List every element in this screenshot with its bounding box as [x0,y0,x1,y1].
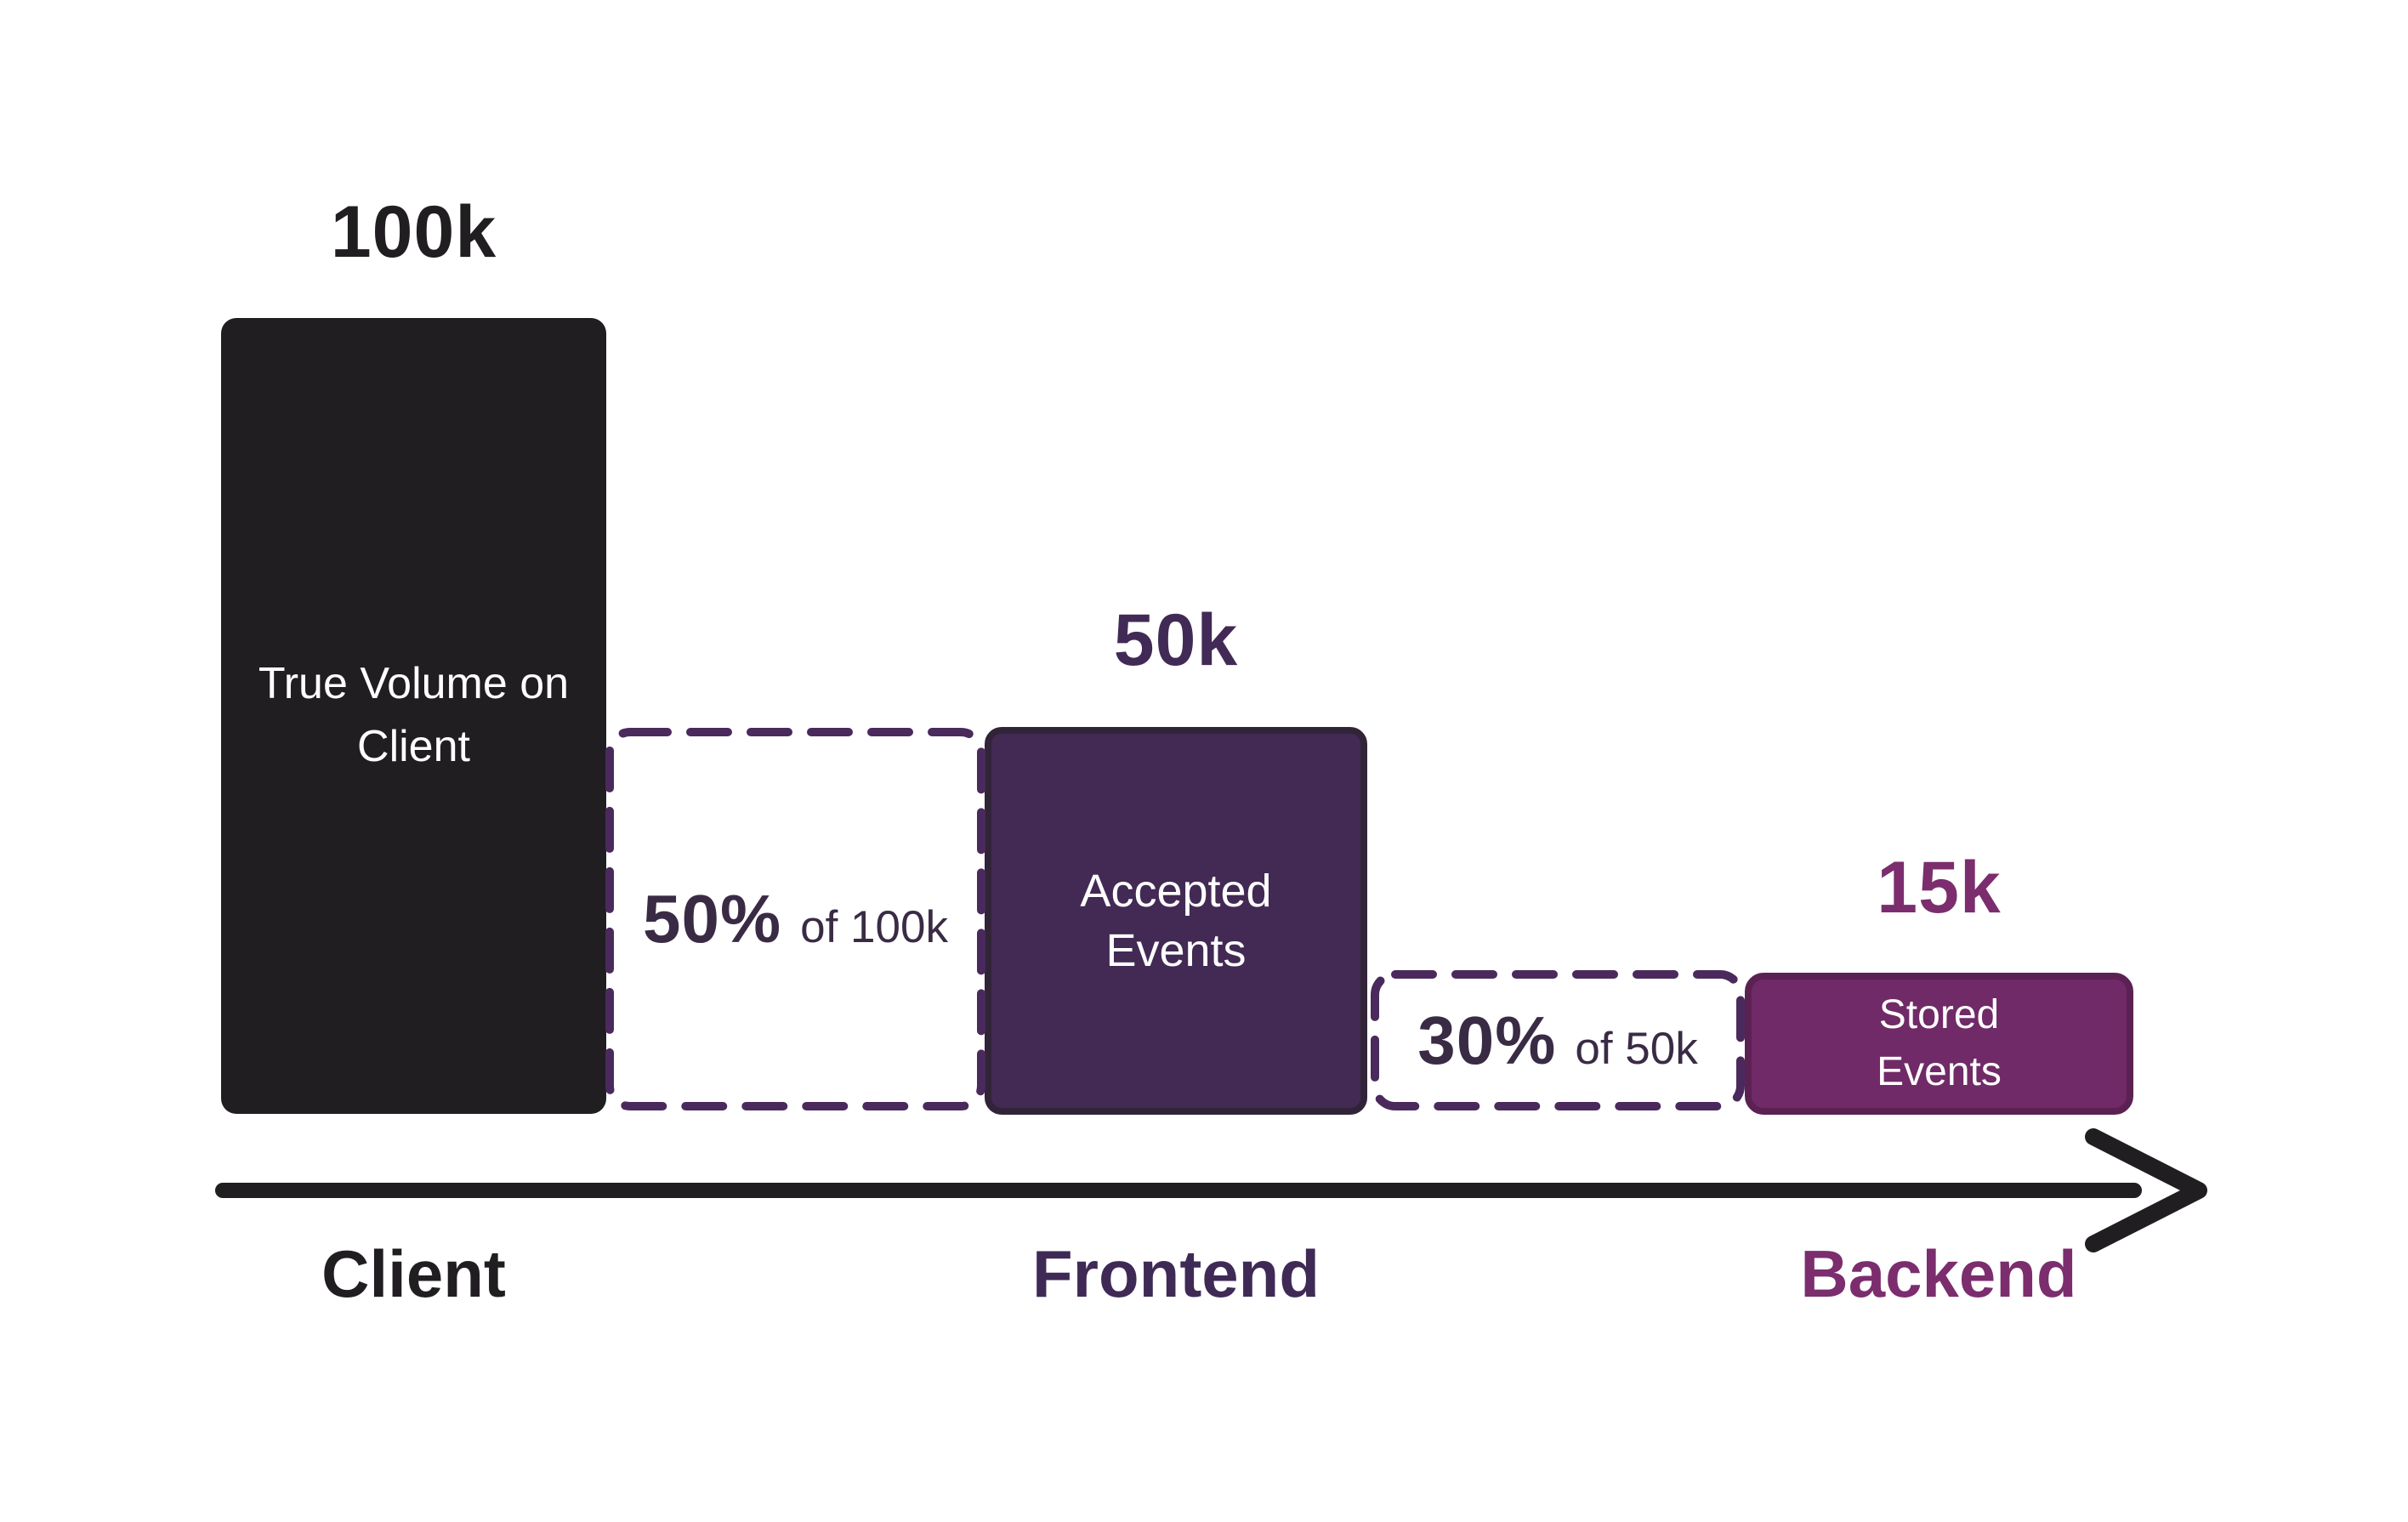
drop-basis-label: of 100k [800,902,948,952]
bar-backend: Stored Events [1745,973,2133,1115]
arrow-head [2085,1128,2207,1252]
value-label-client: 100k [330,191,497,273]
axis-label-client: Client [321,1236,506,1311]
bar-label-client: True Volume on Client [258,659,570,771]
dashed-outline [1371,970,1745,1110]
bar-client: True Volume on Client [221,318,606,1114]
drop-percent-label: 30% [1417,1002,1557,1078]
drop-percent-label: 50% [643,881,782,957]
axis-label-backend: Backend [1800,1236,2077,1311]
value-label-frontend: 50k [1113,599,1239,681]
value-label-backend: 15k [1877,847,2002,929]
drop-annotation: 50% of 100k [643,880,948,958]
bar-frontend: Accepted Events [985,727,1367,1115]
axis-label-frontend: Frontend [1032,1236,1320,1311]
flow-arrow [215,1128,2207,1252]
drop-box-frontend-to-backend: 30% of 50k [1370,969,1746,1111]
drop-box-client-to-frontend: 50% of 100k [605,727,986,1111]
bar-label-backend: Stored Events [1877,992,2002,1094]
bar-label-frontend: Accepted Events [1080,865,1272,976]
drop-annotation: 30% of 50k [1417,1002,1698,1080]
drop-basis-label: of 50k [1575,1023,1698,1074]
